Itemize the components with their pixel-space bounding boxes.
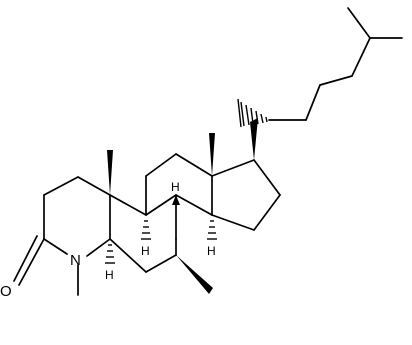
bond-c10-c1	[77, 176, 111, 196]
wedge-c8-h	[172, 195, 180, 205]
bond-c24-c25	[351, 37, 371, 77]
bond-c10-c9	[109, 194, 147, 216]
bond-c11-c12	[145, 153, 177, 177]
bond-c16-c15	[253, 194, 281, 231]
hydrogen-label-c9: H	[141, 244, 150, 258]
bond-carbonyl-1	[18, 238, 45, 286]
bond-c3-n	[43, 238, 68, 255]
hash-c20-methyl	[237, 98, 242, 128]
bond-c9-c8	[145, 194, 177, 216]
bond-c12-c13	[175, 153, 213, 177]
bond-c1-c2	[43, 176, 79, 196]
bond-c23-c24	[319, 75, 353, 86]
bond-c13-c17	[211, 159, 255, 177]
wedge-c17-c20	[250, 118, 258, 160]
hydrogen-label-c8: H	[171, 180, 180, 194]
bond-c14-c8	[175, 194, 213, 216]
hydrogen-label-c5: H	[105, 268, 114, 282]
bond-n-c5	[86, 238, 111, 257]
bond-c25-c26	[347, 7, 371, 39]
bond-c15-c14	[211, 214, 255, 231]
oxygen-label: O	[0, 283, 12, 300]
bond-carbonyl-2	[13, 235, 38, 282]
bond-c6-c5	[109, 238, 147, 273]
wedge-c7-methyl	[176, 255, 213, 294]
wedge-c10-methyl	[107, 150, 113, 195]
bond-c22-c23	[305, 84, 321, 121]
wedge-bonds	[107, 118, 258, 294]
hashed-bonds	[105, 98, 268, 264]
hydrogen-label-c14: H	[207, 244, 216, 258]
bond-c17-c16	[253, 159, 281, 196]
nitrogen-label: N	[70, 252, 81, 269]
wedge-c13-methyl	[209, 133, 215, 176]
bond-c7-c6	[145, 254, 177, 273]
